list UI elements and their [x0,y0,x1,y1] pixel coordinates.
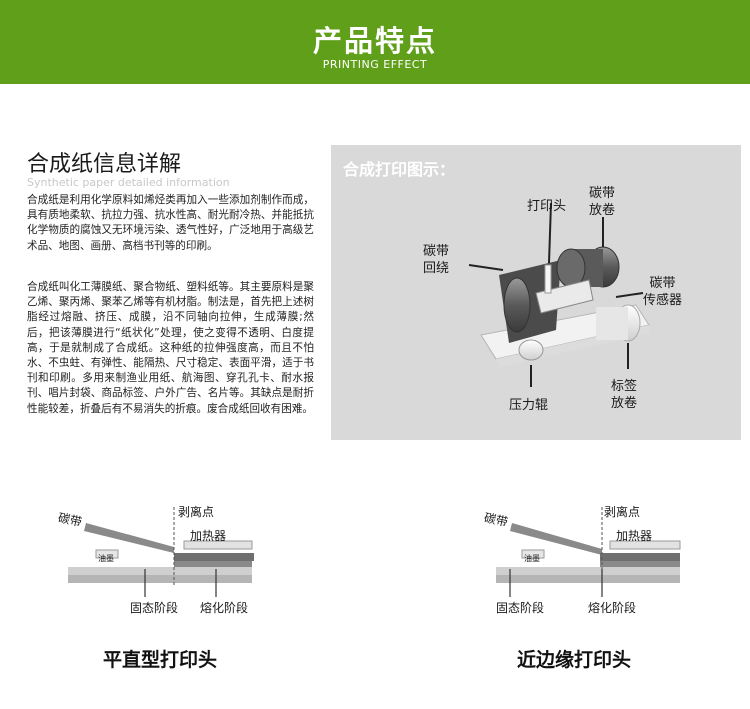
print-diagram-panel: 合成打印图示： 打 [331,145,741,440]
edge-ink-label: 油墨 [524,554,540,563]
info-title: 合成纸信息详解 [27,152,182,177]
flat-solid-stage-label: 固态阶段 [130,601,179,615]
near-edge-head-diagram: 碳带 剥离点 加热器 油墨 固态阶段 熔化阶段 [466,495,736,625]
flat-head-diagram: 碳带 剥离点 加热器 油墨 固态阶段 熔化阶段 [40,495,320,625]
info-paragraph-1: 合成纸是利用化学原料如烯烃类再加入一些添加剂制作而成，具有质地柔软、抗拉力强、抗… [27,194,314,252]
edge-solid-stage-label: 固态阶段 [496,601,545,615]
panel-title: 合成打印图示： [343,160,456,179]
edge-peel-point-label: 剥离点 [604,505,641,519]
near-edge-head-caption: 近边缘打印头 [517,649,632,671]
label-ribbon-rewind: 碳带 放卷 [589,186,616,218]
label-print-head: 打印头 [527,199,567,214]
banner-title: 产品特点 [312,24,437,58]
flat-ink-label: 油墨 [98,554,114,563]
label-ribbon-sensor: 碳带 传感器 [643,276,683,308]
printer-mechanism-illustration [468,202,650,387]
flat-peel-point-label: 剥离点 [178,505,215,519]
flat-head-caption: 平直型打印头 [103,649,218,671]
edge-heater-label: 加热器 [616,529,653,543]
flat-heater-label: 加热器 [190,529,227,543]
edge-melt-stage-label: 熔化阶段 [588,601,637,615]
info-subtitle: Synthetic paper detailed information [27,176,230,189]
label-pressure-roller: 压力辊 [509,398,549,413]
header-banner: 产品特点 PRINTING EFFECT [0,0,750,84]
banner-subtitle: PRINTING EFFECT [322,58,428,71]
label-ribbon-return: 碳带 回绕 [423,244,450,276]
label-label-unwind: 标签 放卷 [611,379,638,411]
info-paragraph-2: 合成纸叫化工薄膜纸、聚合物纸、塑料纸等。其主要原料是聚乙烯、聚丙烯、聚苯乙烯等有… [27,281,314,415]
flat-melt-stage-label: 熔化阶段 [200,601,249,615]
